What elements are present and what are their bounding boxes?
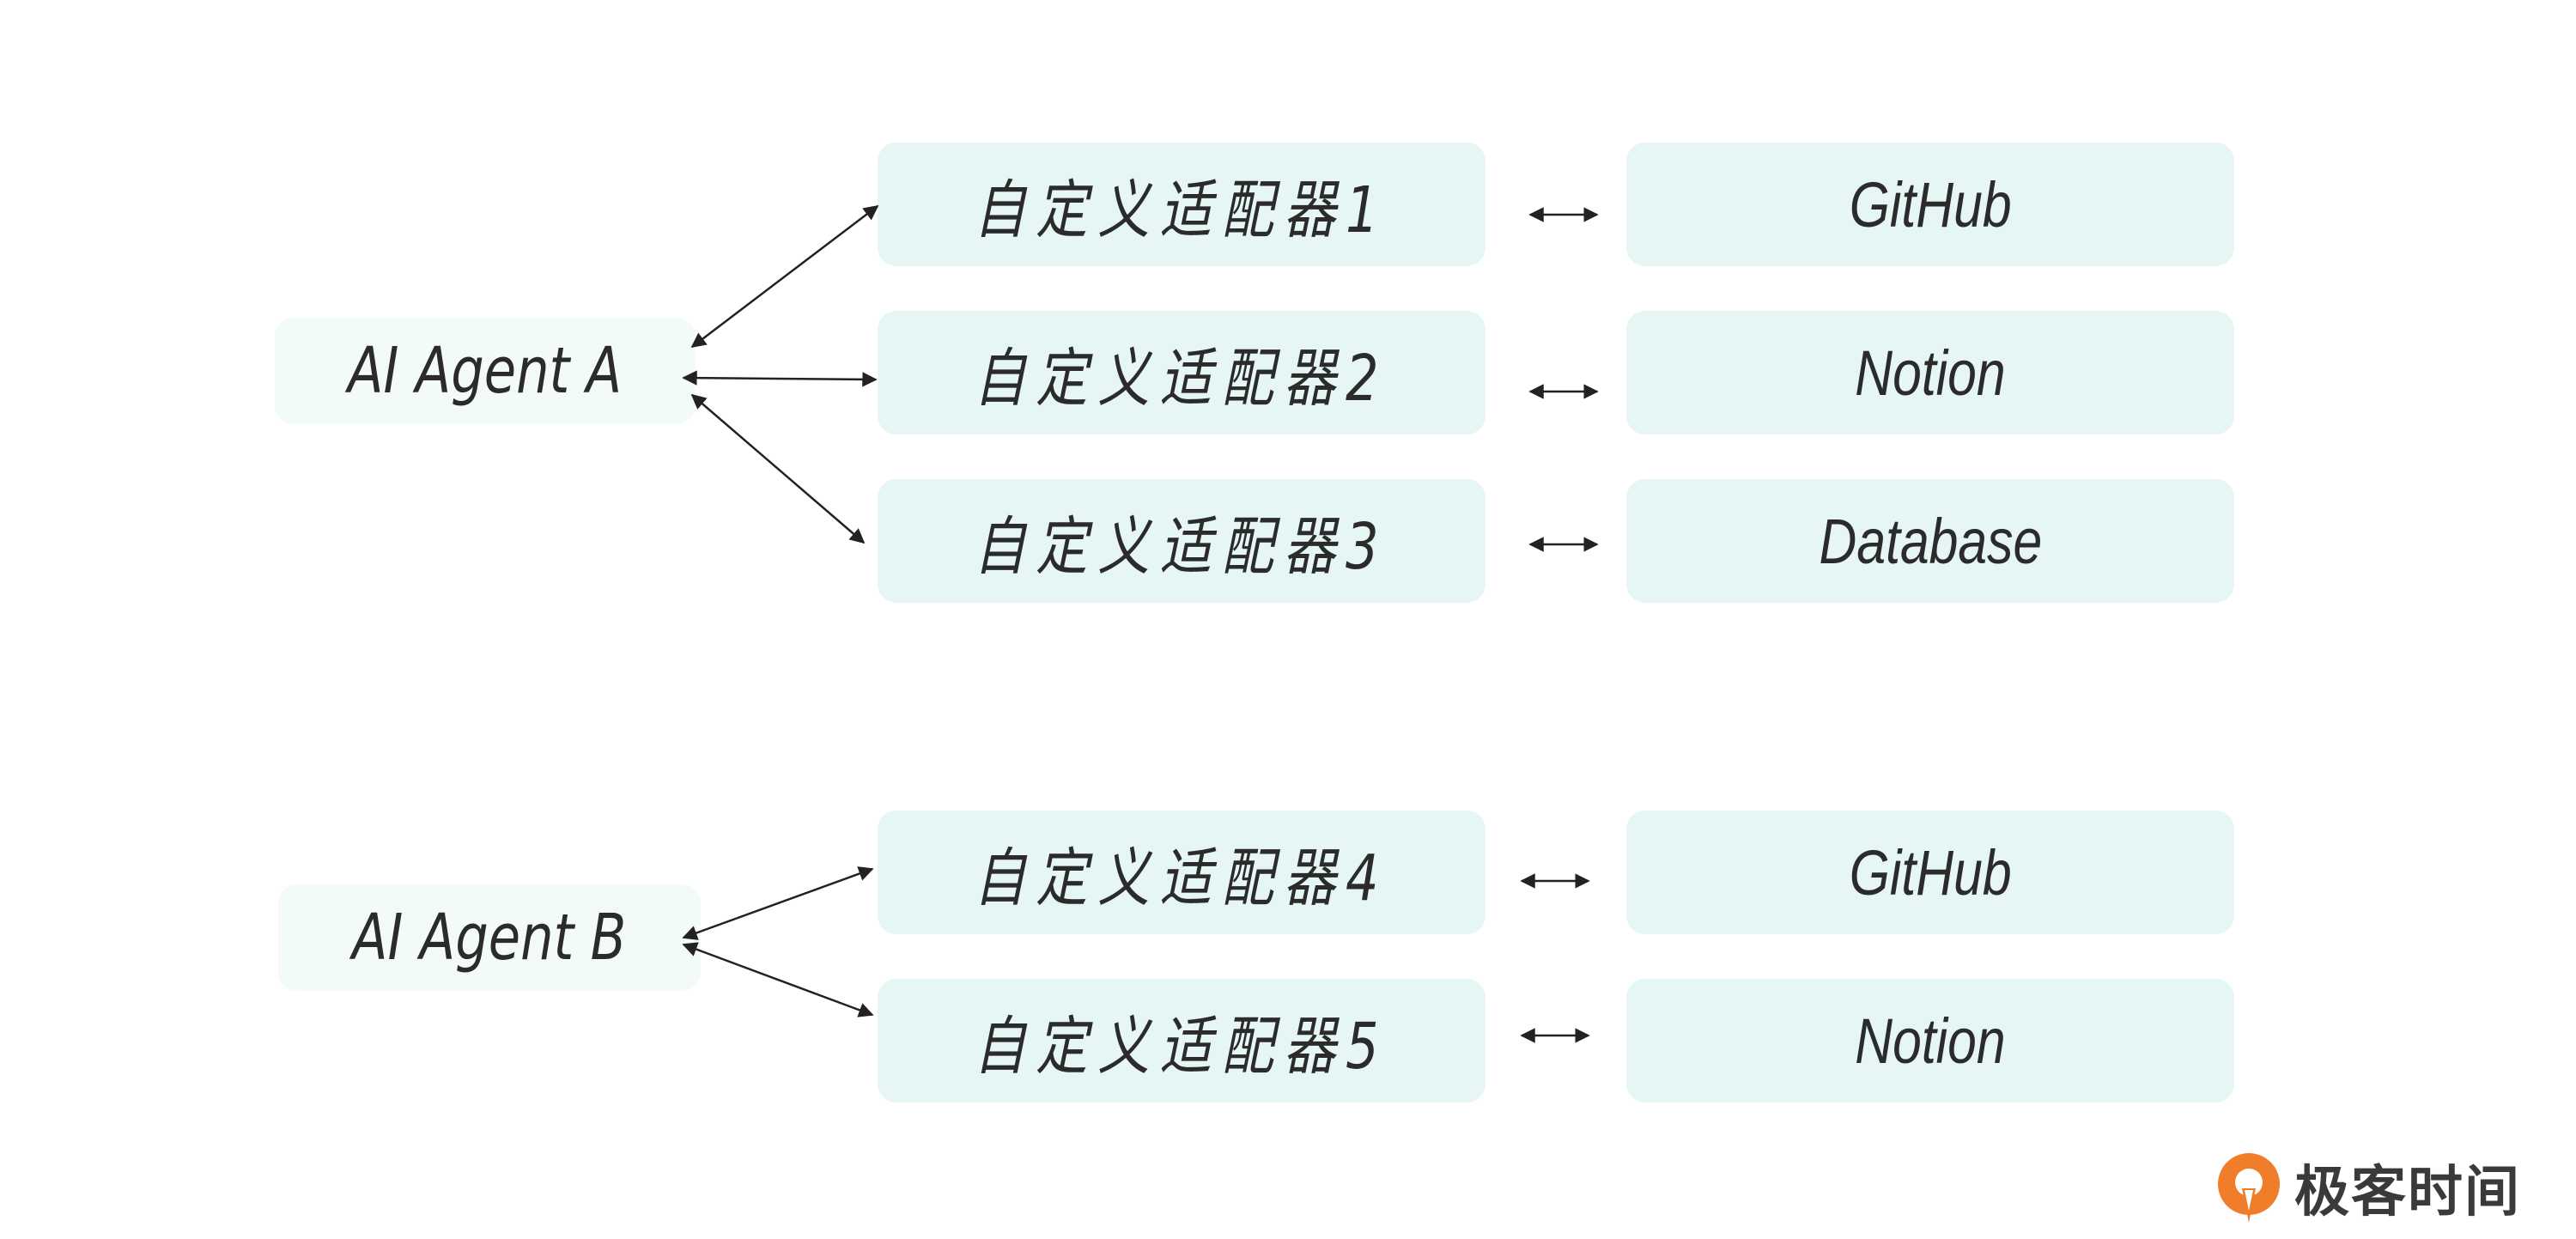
adapter-2-label: 自定义适配器2 <box>974 341 1389 416</box>
arrow-agent-a-adapter-3 <box>690 393 866 544</box>
agent-b-label: AI Agent B <box>352 901 627 975</box>
service-github-a-label: GitHub <box>1849 168 2012 240</box>
adapter-3-box: 自定义适配器3 <box>878 479 1485 603</box>
agent-b-box: AI Agent B <box>278 884 701 991</box>
adapter-5-label: 自定义适配器5 <box>974 1009 1389 1084</box>
service-notion-a-label: Notion <box>1855 337 2006 409</box>
arrow-agent-a-adapter-1 <box>690 204 879 349</box>
arrow-agent-b-adapter-4 <box>682 866 874 940</box>
service-database-a-box: Database <box>1626 479 2234 603</box>
brand-name: 极客时间 <box>2294 1161 2521 1224</box>
arrow-agent-b-adapter-5 <box>682 942 874 1017</box>
adapter-3-label: 自定义适配器3 <box>974 509 1389 584</box>
adapter-4-box: 自定义适配器4 <box>878 811 1485 934</box>
service-github-b-box: GitHub <box>1626 811 2234 934</box>
agent-a-box: AI Agent A <box>275 318 696 424</box>
adapter-1-box: 自定义适配器1 <box>878 143 1485 266</box>
arrow-agent-a-adapter-2 <box>682 370 878 387</box>
adapter-1-label: 自定义适配器1 <box>974 173 1389 247</box>
service-database-a-label: Database <box>1819 505 2042 577</box>
adapter-2-box: 自定义适配器2 <box>878 311 1485 434</box>
brand-logo-icon <box>2218 1153 2280 1223</box>
service-notion-a-box: Notion <box>1626 311 2234 434</box>
agent-a-label: AI Agent A <box>348 334 623 408</box>
service-github-b-label: GitHub <box>1849 836 2012 908</box>
adapter-5-box: 自定义适配器5 <box>878 979 1485 1102</box>
brand-logo: 极客时间 <box>2215 1149 2521 1226</box>
service-notion-b-box: Notion <box>1626 979 2234 1102</box>
service-github-a-box: GitHub <box>1626 143 2234 266</box>
adapter-4-label: 自定义适配器4 <box>974 841 1389 915</box>
service-notion-b-label: Notion <box>1855 1005 2006 1077</box>
